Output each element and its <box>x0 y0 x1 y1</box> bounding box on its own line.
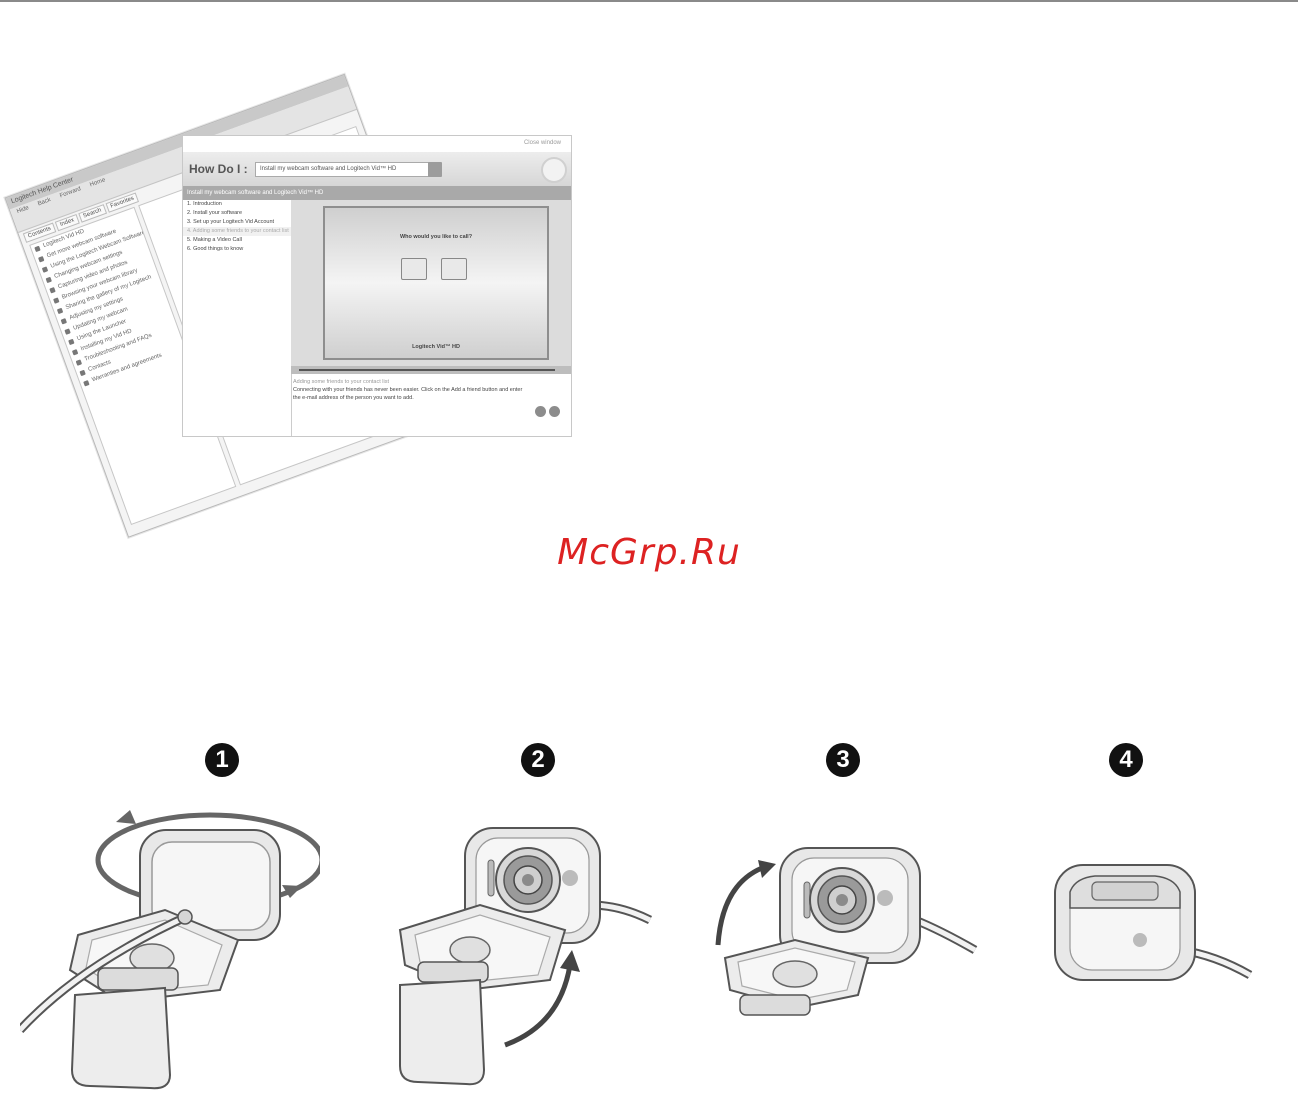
previous-icon[interactable] <box>535 406 546 417</box>
phone-call-button[interactable] <box>441 258 467 280</box>
webcam-rotate-back-illustration <box>20 810 320 1090</box>
top-rule <box>0 0 1298 2</box>
watermark: McGrp.Ru <box>557 532 741 573</box>
tutorial-video: Who would you like to call? Logitech Vid… <box>291 200 571 366</box>
how-do-i-window: Close window How Do I : Install my webca… <box>182 135 572 437</box>
step-badge-1: 1 <box>205 743 239 777</box>
next-icon[interactable] <box>549 406 560 417</box>
close-window-link[interactable]: Close window <box>523 140 561 146</box>
logitech-logo-icon <box>541 157 567 183</box>
section-title-bar: Install my webcam software and Logitech … <box>183 186 571 200</box>
video-caption: Adding some friends to your contact list… <box>293 378 523 402</box>
step-badge-2: 2 <box>521 743 555 777</box>
video-call-button[interactable] <box>401 258 427 280</box>
software-screenshot: Logitech Help Center Hide Back Forward H… <box>4 73 580 538</box>
webcam-unfold-clip-illustration <box>398 827 653 1086</box>
video-screen: Who would you like to call? Logitech Vid… <box>323 206 549 360</box>
step-list: 1. Introduction 2. Install your software… <box>183 200 292 436</box>
how-do-i-heading: How Do I : <box>189 162 248 176</box>
webcam-fold-clip-illustration <box>715 847 978 1016</box>
step-item[interactable]: 6. Good things to know <box>187 246 244 252</box>
video-brand: Logitech Vid™ HD <box>412 344 460 350</box>
step-item[interactable]: 3. Set up your Logitech Vid Account <box>187 219 275 225</box>
step-item[interactable]: 2. Install your software <box>187 210 243 216</box>
caption-body: Connecting with your friends has never b… <box>293 387 523 401</box>
video-seek-bar[interactable] <box>291 366 571 374</box>
toolbar-back[interactable]: Back <box>37 197 52 208</box>
how-do-i-search-input[interactable]: Install my webcam software and Logitech … <box>255 162 431 177</box>
caption-title: Adding some friends to your contact list <box>293 379 389 385</box>
step-badge-4: 4 <box>1109 743 1143 777</box>
webcam-folded-illustration <box>1054 864 1253 981</box>
video-question: Who would you like to call? <box>399 234 473 240</box>
step-badge-3: 3 <box>826 743 860 777</box>
step-item[interactable]: 1. Introduction <box>187 201 222 207</box>
toolbar-home[interactable]: Home <box>89 177 107 189</box>
toolbar-hide[interactable]: Hide <box>16 205 30 215</box>
dropdown-arrow-icon[interactable] <box>428 162 442 177</box>
how-do-i-header: How Do I : Install my webcam software an… <box>183 152 571 186</box>
step-item[interactable]: 5. Making a Video Call <box>187 237 242 243</box>
step-item-active[interactable]: 4. Adding some friends to your contact l… <box>183 227 291 236</box>
